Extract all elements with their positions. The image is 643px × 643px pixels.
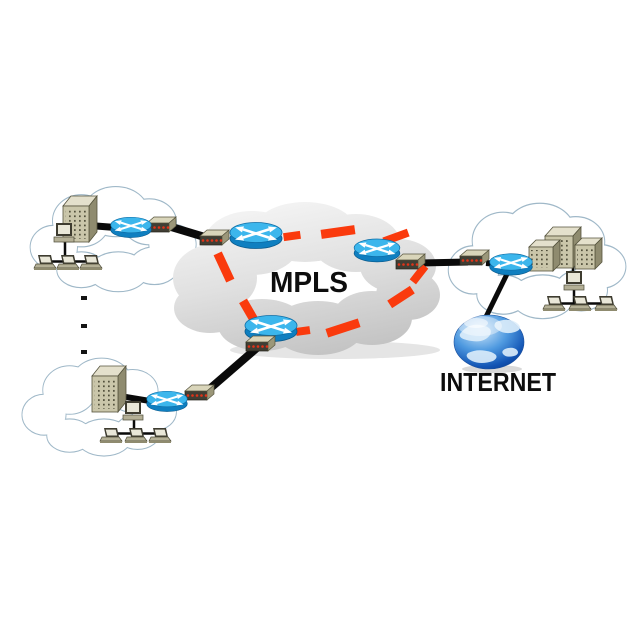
internet-label: INTERNET xyxy=(440,367,556,397)
vpn-path-dash xyxy=(213,251,235,283)
router-icon xyxy=(228,221,284,250)
more-sites-ellipsis xyxy=(81,296,87,354)
switch-icon xyxy=(459,249,490,266)
server-icon xyxy=(528,239,561,272)
vpn-path-dash xyxy=(387,285,415,309)
switch-icon xyxy=(184,384,215,401)
server-icon xyxy=(574,237,603,270)
switch-icon xyxy=(395,253,426,270)
router-icon xyxy=(109,216,153,239)
vpn-path-dash xyxy=(325,318,361,338)
workstation-icon xyxy=(563,270,585,291)
workstation-icon xyxy=(53,222,75,243)
switch-icon xyxy=(245,335,276,352)
server-farm xyxy=(528,225,603,272)
internet-globe-icon xyxy=(453,314,525,373)
vpn-path-dash xyxy=(409,263,429,285)
vpn-path-dash xyxy=(320,225,356,239)
router-icon xyxy=(488,252,534,277)
switch-icon xyxy=(199,229,230,246)
vpn-path-dash xyxy=(295,326,311,336)
server-icon xyxy=(91,365,127,413)
mpls-label: MPLS xyxy=(270,267,348,299)
network-link xyxy=(203,343,261,396)
vpn-path-dash xyxy=(283,230,301,242)
router-icon xyxy=(352,237,402,264)
router-icon xyxy=(145,390,189,413)
workstation-icon xyxy=(122,400,144,421)
